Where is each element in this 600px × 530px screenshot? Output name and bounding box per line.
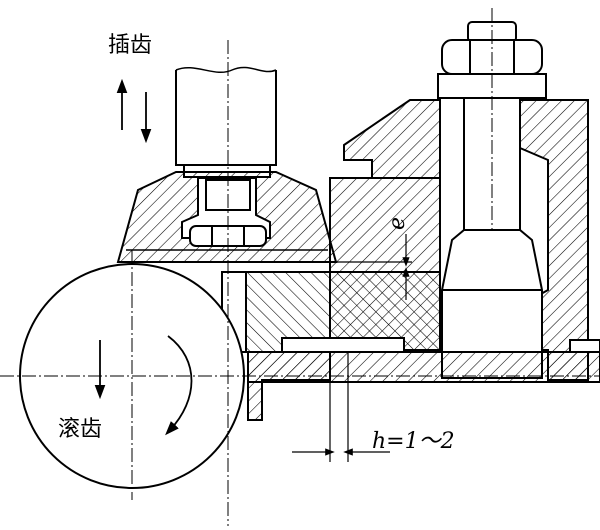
- dim-h-label: h=1～2: [372, 429, 455, 454]
- fixture-base: [247, 339, 600, 421]
- hobbing-label: 滚齿: [58, 417, 102, 442]
- shaper-cutter: [116, 66, 338, 263]
- clamp-body: [221, 99, 589, 381]
- dimension-e: [336, 234, 412, 300]
- dim-e-label: e: [385, 217, 410, 230]
- shaping-label: 插齿: [108, 33, 152, 58]
- dimension-h: [292, 352, 390, 462]
- motion-arrows: [94, 78, 152, 400]
